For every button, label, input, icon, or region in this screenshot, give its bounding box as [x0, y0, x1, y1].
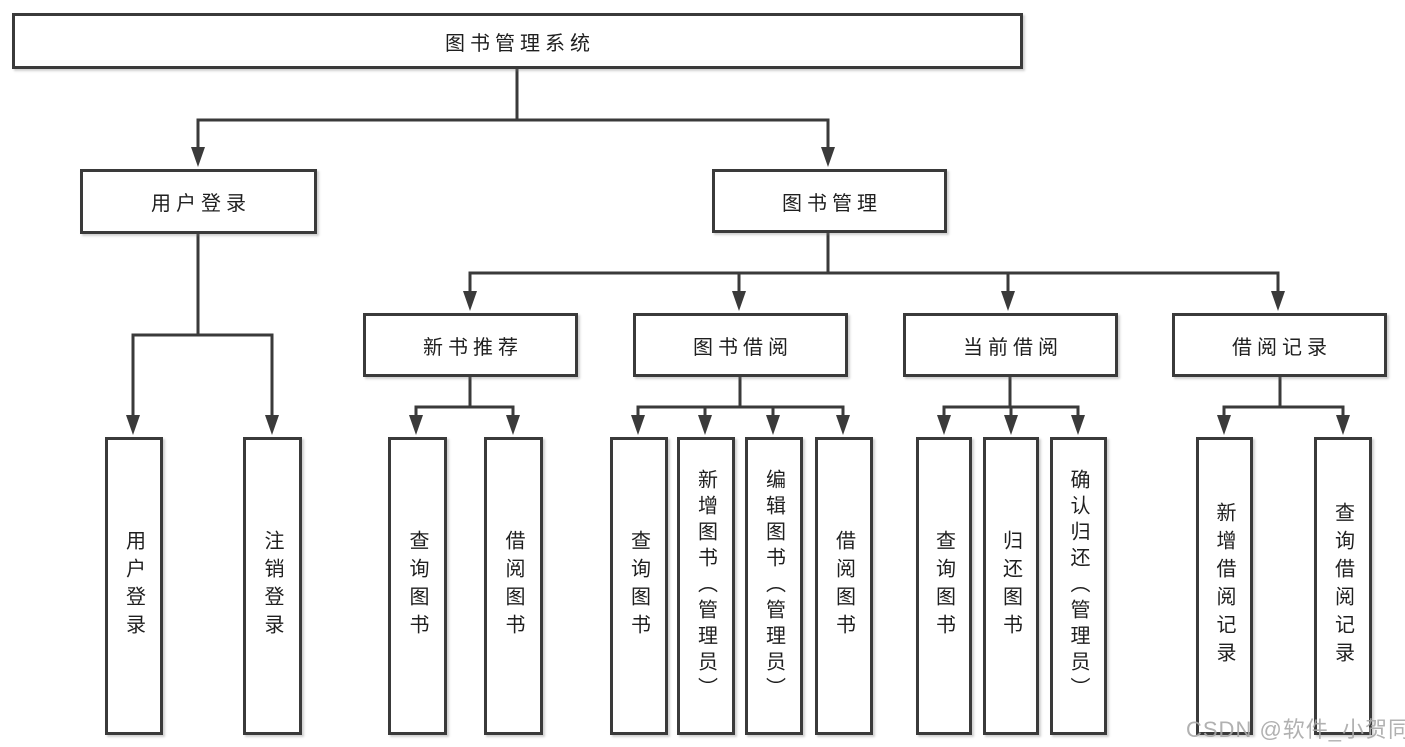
node-user-login: 用户登录 [80, 169, 317, 234]
arrow-to-new-book-recommend [463, 291, 477, 311]
leaf-borrowing-borrow-books: 借阅图书 [815, 437, 873, 735]
leaf-borrowing-query-books: 查询图书 [610, 437, 668, 735]
arrow-to-book-management [821, 147, 835, 167]
arrow-to-borrowing-borrow [836, 415, 850, 435]
csdn-watermark: CSDN @软件_小贺同学 [1186, 717, 1405, 742]
arrow-to-leaf-logout [265, 415, 279, 435]
node-book-management: 图书管理 [712, 169, 947, 233]
node-current-borrowing: 当前借阅 [903, 313, 1118, 377]
leaf-logout: 注销登录 [243, 437, 302, 735]
node-borrowing-records: 借阅记录 [1172, 313, 1387, 377]
leaf-current-return-books: 归还图书 [983, 437, 1039, 735]
leaf-borrowing-edit-books-admin: 编辑图书（管理员） [745, 437, 803, 735]
leaf-recommend-borrow-books: 借阅图书 [484, 437, 543, 735]
leaf-borrowing-add-books-admin: 新增图书（管理员） [677, 437, 735, 735]
arrow-to-records-query [1336, 415, 1350, 435]
leaf-records-add-record: 新增借阅记录 [1196, 437, 1253, 735]
arrow-to-leaf-user-login [126, 415, 140, 435]
arrow-to-current-return [1004, 415, 1018, 435]
connector-borrowing-bus [636, 405, 845, 418]
node-book-borrowing: 图书借阅 [633, 313, 848, 377]
leaf-current-confirm-return-admin: 确认归还（管理员） [1050, 437, 1107, 735]
node-new-book-recommend: 新书推荐 [363, 313, 578, 377]
node-root: 图书管理系统 [12, 13, 1023, 69]
connector-level3-bus [468, 271, 1280, 294]
connector-user-login-bus [131, 333, 274, 418]
arrow-to-current-query [937, 415, 951, 435]
connector-records-bus [1222, 405, 1345, 418]
arrow-to-recommend-query [409, 415, 423, 435]
arrow-to-current-confirm [1071, 415, 1085, 435]
leaf-recommend-query-books: 查询图书 [388, 437, 447, 735]
leaf-user-login: 用户登录 [105, 437, 163, 735]
arrow-to-borrowing-add [698, 415, 712, 435]
connector-level2-bus [196, 118, 830, 150]
connector-recommend-bus [414, 405, 515, 418]
arrow-to-borrowing-query [631, 415, 645, 435]
arrow-to-records-add [1217, 415, 1231, 435]
arrow-to-book-borrowing [732, 291, 746, 311]
arrow-to-recommend-borrow [506, 415, 520, 435]
arrow-to-borrowing-edit [766, 415, 780, 435]
leaf-current-query-books: 查询图书 [916, 437, 972, 735]
arrow-to-borrowing-records [1271, 291, 1285, 311]
arrow-to-current-borrowing [1001, 291, 1015, 311]
leaf-records-query-record: 查询借阅记录 [1314, 437, 1372, 735]
arrow-to-user-login [191, 147, 205, 167]
